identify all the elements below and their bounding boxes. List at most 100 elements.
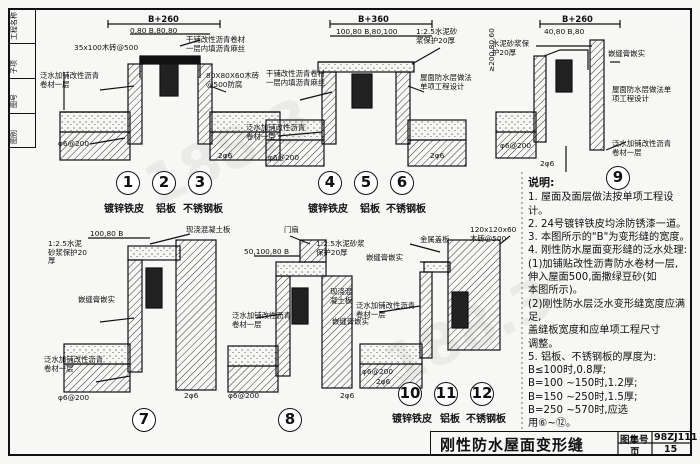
dim-label: 50,100,80 B [244,247,290,256]
material-label: 铝板 [156,204,176,215]
detail-number-4: 4 [318,171,342,195]
anchor-label: φ6@200 [362,367,394,376]
material-label: 铝板 [440,414,460,425]
material-label: 不锈钢板 [386,204,426,215]
detail-group-d [63,233,217,393]
anchor-label: 2φ6 [540,159,555,168]
dim-sub-label: 40,80 B,80 [544,27,585,36]
dim-label: B+360 [358,14,389,24]
page-label: 页 [630,447,640,458]
callout-label: 泛水加铺改性沥青卷材一层 [356,301,416,319]
notes-panel: 说明: 1. 屋面及面层做法按单项工程设计。 2. 24号镀锌铁皮均涂防锈漆一道… [528,176,690,431]
callout-label: 屋面防水层做法单项工程设计 [420,73,472,91]
callout-label: 1:2.5水泥砂浆保护20厚 [48,239,87,265]
detail-group-c [495,20,627,172]
callout-label: 泛水加铺改性沥青卷材一层 [612,139,672,157]
dim-label: 100,80 B [90,229,124,238]
dim-label: 120x120x60木砖@500 [470,225,517,243]
note-line: 盖缝板宽度和应单项工程尺寸 [528,325,661,337]
note-line: 5. 铝板、不锈钢板的厚度为: [528,351,657,363]
callout-label: 1:2.5水泥砂浆保护20厚 [316,239,365,257]
dim-label: B+260 [562,14,593,24]
callout-label: 嵌缝膏嵌实 [332,317,369,326]
note-line: B=250 ~570时,应选 [528,405,628,417]
page-number: 15 [664,444,678,455]
note-line: 本图所示)。 [528,285,583,297]
drawing-title: 刚性防水屋面变形缝 [440,436,585,454]
note-line: 调整。 [528,338,559,350]
detail-number-5: 5 [354,171,378,195]
detail-number-3: 3 [188,171,212,195]
callout-label: 水泥砂浆保护20厚 [492,39,529,57]
detail-number-11: 11 [434,382,458,406]
note-line: (2)刚性防水层泛水变形缝宽度应满足, [528,298,686,323]
note-line: 用⑥~⑫。 [528,418,577,430]
note-line: B=100 ~150时,1.2厚; [528,378,638,390]
callout-label: 干铺改性沥青卷材一层内填沥青麻丝 [266,69,326,87]
detail-number-8: 8 [278,408,302,432]
note-line: 3. 本图所示的"B"为变形缝的宽度。 [528,232,690,244]
dim-label: B+260 [148,14,179,24]
detail-number-12: 12 [470,382,494,406]
anchor-label: φ6@200 [500,141,532,150]
anchor-label: 2φ6 [340,391,355,400]
callout-label: 嵌缝膏嵌实 [366,253,403,262]
detail-group-f [359,235,511,389]
callout-label: 1:2.5水泥砂浆保护20厚 [416,27,458,45]
sheet-frame [8,8,692,456]
door-label: 门扇 [284,225,299,234]
callout-label: 80X80X60木砖@500防腐 [206,71,260,89]
material-label: 镀锌铁皮 [308,204,348,215]
anchor-label: φ6@200 [58,393,90,402]
material-label: 不锈钢板 [183,204,223,215]
callout-label: 现浇混凝土板 [330,287,353,305]
callout-label: 嵌缝膏嵌实 [78,295,115,304]
atlas-number: 98ZJ111 [654,432,698,443]
callout-label: 嵌缝膏嵌实 [608,49,645,58]
callout-label: 泛水加铺改性沥青卷材一层 [40,71,100,89]
note-line: (1)加铺贴改性沥青防水卷材一层, [528,258,679,270]
anchor-label: 2φ6 [184,391,199,400]
anchor-label: φ6@200 [58,139,90,148]
anchor-label: 2φ6 [218,151,233,160]
note-line: 伸入屋面500,面撒绿豆砂(如 [528,272,657,284]
callout-label: 干铺改性沥青卷材一层内填沥青麻丝 [186,35,246,53]
dim-sub-label: 0,80 B,80,80 [130,26,178,35]
callout-label: 泛水加铺改性沥青卷材一层 [44,355,104,373]
note-line: 1. 屋面及面层做法按单项工程设计。 [528,192,674,217]
callout-label: 泛水加铺改性沥青卷材一层 [232,311,292,329]
callout-label: 现浇混凝土板 [186,225,231,234]
dim-sub-label: 100,80 B,80,100 [336,27,398,36]
material-label: 镀锌铁皮 [104,204,144,215]
note-line: 4. 刚性防水屋面变形缝的泛水处理: [528,245,688,257]
notes-heading: 说明: [528,176,555,189]
detail-number-9: 9 [606,166,630,190]
callout-label: 金属盖板 [420,235,450,244]
material-label: 铝板 [360,204,380,215]
material-label: 镀锌铁皮 [392,414,432,425]
detail-group-e [227,235,353,393]
detail-number-1: 1 [116,171,140,195]
left-title-strip: 工程名称 子项 图号 图别 [8,8,36,148]
callout-label: 屋面防水层做法单项工程设计 [612,85,672,103]
material-label: 不锈钢板 [466,414,506,425]
detail-number-10: 10 [398,382,422,406]
anchor-label: φ6@200 [228,391,260,400]
detail-group-b [265,20,467,167]
note-label: 35x100木砖@500 [74,43,139,52]
detail-number-2: 2 [152,171,176,195]
note-line: B=150 ~250时,1.5厚; [528,391,638,403]
detail-group-a [59,20,281,161]
detail-number-6: 6 [390,171,414,195]
callout-label: 泛水加铺改性沥青卷材一层 [246,123,306,141]
note-line: 2. 24号镀锌铁皮均涂防锈漆一道。 [528,218,687,230]
note-line: B≤100时,0.8厚; [528,365,607,377]
atlas-label: 图集号 [620,435,649,446]
anchor-label: 2φ6 [430,151,445,160]
anchor-label: 2φ6 [376,377,391,386]
anchor-label: φ6@200 [268,153,300,162]
title-block [430,431,692,456]
detail-number-7: 7 [132,408,156,432]
